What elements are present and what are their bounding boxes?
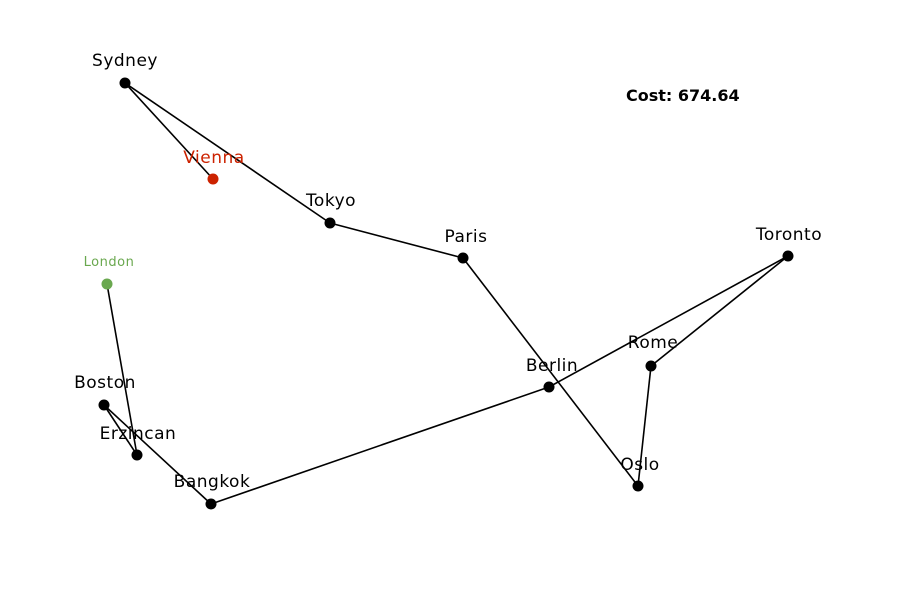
route-edge-oslo-paris bbox=[462, 257, 639, 487]
route-edge-london-erzincan bbox=[106, 283, 138, 456]
city-node-erzincan bbox=[131, 449, 143, 461]
city-node-paris bbox=[457, 252, 469, 264]
route-edge-berlin-toronto bbox=[548, 255, 789, 388]
city-node-boston bbox=[98, 399, 110, 411]
city-label-sydney: Sydney bbox=[92, 51, 158, 71]
city-node-toronto bbox=[782, 250, 794, 262]
city-label-rome: Rome bbox=[628, 333, 678, 353]
city-label-toronto: Toronto bbox=[755, 225, 822, 245]
city-label-paris: Paris bbox=[445, 227, 488, 247]
city-node-rome bbox=[645, 360, 657, 372]
route-edge-paris-tokyo bbox=[329, 222, 464, 259]
route-edge-sydney-vienna bbox=[124, 82, 214, 180]
city-node-berlin bbox=[543, 381, 555, 393]
route-edge-rome-oslo bbox=[637, 365, 652, 487]
city-label-oslo: Oslo bbox=[620, 455, 659, 475]
city-node-tokyo bbox=[324, 217, 336, 229]
route-edge-tokyo-sydney bbox=[124, 82, 331, 224]
route-edge-boston-bangkok bbox=[103, 404, 212, 505]
city-node-bangkok bbox=[205, 498, 217, 510]
city-label-vienna: Vienna bbox=[183, 148, 244, 168]
cost-label: Cost: 674.64 bbox=[626, 86, 740, 105]
city-label-london: London bbox=[84, 255, 135, 270]
city-node-london bbox=[101, 278, 113, 290]
city-node-sydney bbox=[119, 77, 131, 89]
city-label-tokyo: Tokyo bbox=[305, 191, 356, 211]
route-edge-bangkok-berlin bbox=[210, 386, 550, 505]
city-node-vienna bbox=[207, 173, 219, 185]
city-label-berlin: Berlin bbox=[526, 356, 578, 376]
route-edge-toronto-rome bbox=[650, 255, 789, 367]
city-label-erzincan: Erzincan bbox=[100, 424, 177, 444]
route-edges bbox=[103, 82, 789, 505]
route-edge-erzincan-boston bbox=[103, 404, 138, 456]
city-label-bangkok: Bangkok bbox=[174, 472, 251, 492]
city-node-oslo bbox=[632, 480, 644, 492]
city-label-boston: Boston bbox=[74, 373, 136, 393]
